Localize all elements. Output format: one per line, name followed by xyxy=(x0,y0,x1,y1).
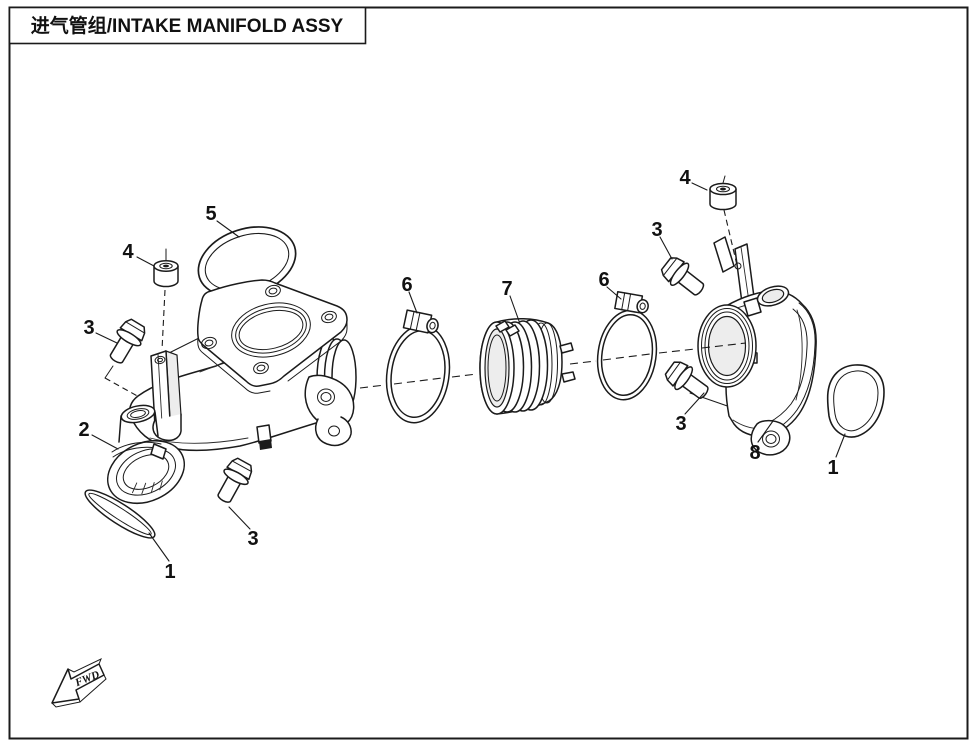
part-7-coupling xyxy=(479,318,576,415)
callout-4-right: 4 xyxy=(679,167,708,191)
center-axis-line xyxy=(359,342,747,389)
callout-label: 2 xyxy=(78,419,89,441)
callout-label: 8 xyxy=(749,442,760,464)
callout-label: 4 xyxy=(122,241,134,263)
part-3-bolt-top-right xyxy=(657,252,711,303)
fwd-direction-arrow: FWD xyxy=(51,657,107,708)
callout-2: 2 xyxy=(78,419,119,450)
callout-label: 5 xyxy=(205,203,216,225)
title-box xyxy=(8,6,367,45)
callout-5: 5 xyxy=(205,203,240,238)
mount-bracket-left xyxy=(150,350,182,442)
callout-label: 3 xyxy=(83,317,94,339)
callout-label: 1 xyxy=(164,561,175,583)
callout-3-top-left: 3 xyxy=(83,317,118,344)
part-2-throttle-body xyxy=(106,404,186,504)
page-border xyxy=(8,6,969,740)
callout-label: 6 xyxy=(598,269,609,291)
callout-1-right: 1 xyxy=(827,433,846,479)
callout-label: 3 xyxy=(675,413,686,435)
callout-label: 6 xyxy=(401,274,412,296)
part-3-bolt-bottom-left xyxy=(210,454,257,508)
callout-6-left: 6 xyxy=(401,274,418,314)
part-6-clamp-left xyxy=(385,309,451,424)
callout-label: 4 xyxy=(679,167,691,189)
page-title: 进气管组/INTAKE MANIFOLD ASSY xyxy=(31,14,344,37)
part-3-bolt-top-left xyxy=(102,315,151,369)
part-8-intake-adapter xyxy=(697,285,817,456)
callout-6-right: 6 xyxy=(598,269,622,300)
callout-3-top-right: 3 xyxy=(651,219,673,260)
part-6-clamp-right xyxy=(596,290,658,401)
callout-label: 3 xyxy=(247,528,258,550)
part-1-oring-right xyxy=(826,364,885,438)
callout-label: 7 xyxy=(501,278,512,300)
flange-plate xyxy=(197,279,348,394)
callout-label: 3 xyxy=(651,219,662,241)
callout-label: 1 xyxy=(827,457,838,479)
part-1-oring-left xyxy=(84,489,156,539)
callout-3-bottom-right: 3 xyxy=(675,392,705,435)
title-block: 进气管组/INTAKE MANIFOLD ASSY xyxy=(8,6,367,45)
callout-4-left: 4 xyxy=(122,241,155,267)
callout-7: 7 xyxy=(501,278,520,322)
callout-8: 8 xyxy=(749,420,774,464)
part-4-grommet-left xyxy=(153,248,179,351)
callout-1-left: 1 xyxy=(148,532,176,583)
callout-3-bottom-left: 3 xyxy=(228,506,259,550)
